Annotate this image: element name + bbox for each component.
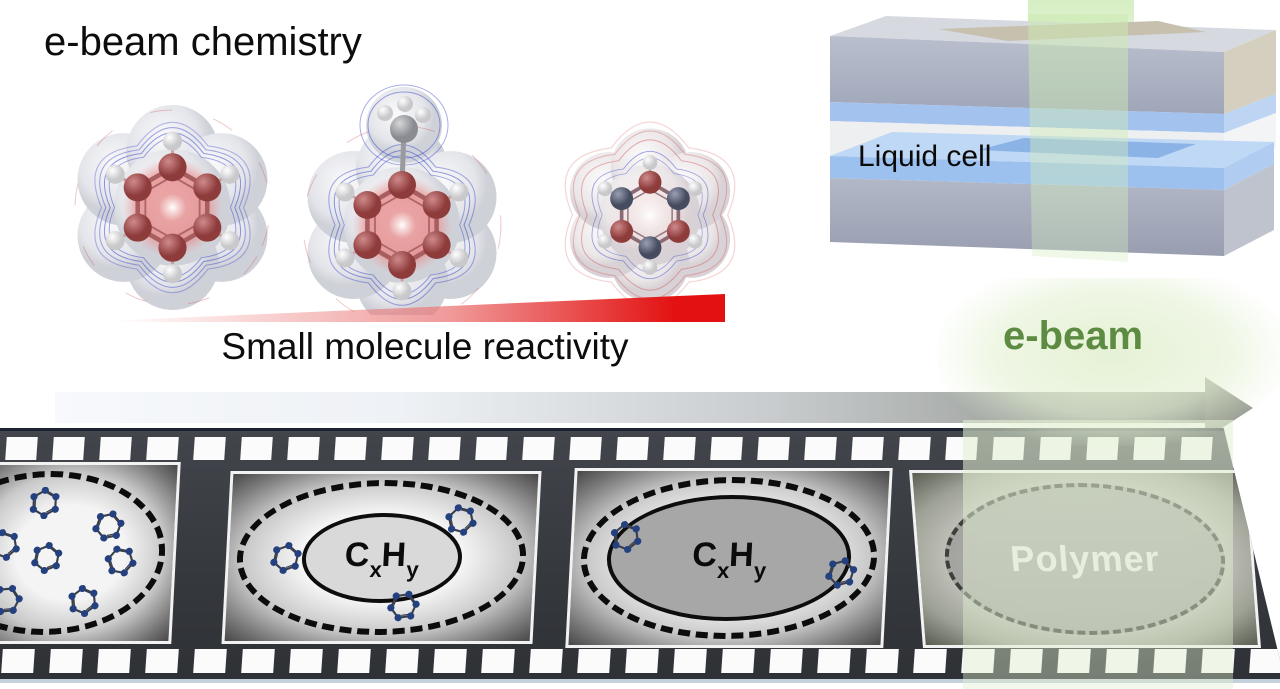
sprocket-hole — [577, 649, 611, 673]
liquid-cell-illustration: Liquid cell — [828, 14, 1280, 296]
filmstrip-frame-1 — [0, 462, 181, 644]
cxhy-formula: CxHy — [691, 536, 767, 583]
filmstrip-top-edge — [0, 428, 1280, 431]
sprocket-hole — [865, 649, 899, 673]
sprocket-hole — [898, 437, 931, 460]
contour-lines — [302, 84, 502, 315]
page-title: e-beam chemistry — [44, 20, 362, 64]
sprocket-hole — [289, 649, 323, 673]
sprocket-hole — [146, 437, 179, 460]
small-hexagon-molecule-icon — [608, 518, 644, 556]
sprocket-hole — [385, 649, 419, 673]
ebeam-label: e-beam — [1003, 314, 1144, 358]
sprocket-hole — [5, 437, 38, 460]
sprocket-hole — [663, 437, 696, 460]
liquid-cell-label: Liquid cell — [858, 140, 992, 173]
sprocket-hole — [1153, 649, 1187, 673]
sprocket-hole — [673, 649, 707, 673]
sprocket-hole — [1201, 649, 1235, 673]
polymer-blob: Polymer — [939, 483, 1231, 635]
cxhy-formula: CxHy — [343, 535, 420, 583]
sprocket-hole — [240, 437, 273, 460]
sprocket-hole — [193, 649, 227, 673]
sprocket-hole — [710, 437, 743, 460]
sprocket-row-top — [5, 437, 1213, 460]
filmstrip-frame-3: CxHy — [565, 468, 893, 648]
ball-and-stick — [597, 155, 703, 275]
sprocket-hole — [1105, 649, 1139, 673]
sprocket-hole — [97, 649, 131, 673]
sprocket-hole — [481, 649, 515, 673]
sprocket-hole — [1009, 649, 1043, 673]
sprocket-hole — [49, 649, 83, 673]
sprocket-hole — [945, 437, 978, 460]
sprocket-hole — [961, 649, 995, 673]
sprocket-hole — [992, 437, 1025, 460]
sprocket-hole — [804, 437, 837, 460]
small-hexagon-molecule-icon — [66, 582, 101, 620]
sprocket-hole — [616, 437, 649, 460]
toluene-molecule-icon — [302, 84, 502, 315]
sprocket-hole — [475, 437, 508, 460]
small-hexagon-molecule-icon — [28, 487, 62, 519]
filmstrip-bottom-edge — [0, 679, 1280, 683]
sprocket-hole — [381, 437, 414, 460]
sprocket-hole — [913, 649, 947, 673]
sprocket-hole — [433, 649, 467, 673]
sprocket-hole — [1180, 437, 1213, 460]
polymer-label: Polymer — [1008, 538, 1162, 579]
sprocket-hole — [769, 649, 803, 673]
sprocket-hole — [1133, 437, 1166, 460]
reactivity-caption: Small molecule reactivity — [221, 326, 629, 367]
small-hexagon-molecule-icon — [28, 539, 66, 577]
sprocket-hole — [428, 437, 461, 460]
filmstrip: CxHy CxHy Polymer — [0, 428, 1280, 680]
sprocket-hole — [817, 649, 851, 673]
sprocket-hole — [1249, 649, 1280, 673]
sprocket-hole — [757, 437, 790, 460]
sprocket-hole — [529, 649, 563, 673]
sprocket-hole — [1039, 437, 1072, 460]
sprocket-hole — [193, 437, 226, 460]
filmstrip-frame-2: CxHy — [221, 471, 542, 644]
ball-and-stick — [105, 131, 240, 284]
sprocket-hole — [287, 437, 320, 460]
ball-and-stick — [335, 96, 469, 301]
sprocket-hole — [1057, 649, 1091, 673]
sprocket-hole — [721, 649, 755, 673]
sprocket-hole — [241, 649, 275, 673]
sprocket-hole — [625, 649, 659, 673]
sprocket-hole — [145, 649, 179, 673]
sprocket-hole — [522, 437, 555, 460]
sprocket-hole — [851, 437, 884, 460]
sprocket-hole — [569, 437, 602, 460]
liquid-cell-drawing — [830, 14, 1276, 262]
sprocket-row-bottom — [1, 649, 1280, 673]
triazine-molecule-icon — [564, 121, 736, 309]
timeline-arrow-shaft — [55, 392, 1207, 423]
benzene-molecule-icon — [74, 105, 271, 310]
ebeam-through-cell — [1028, 14, 1128, 262]
sprocket-hole — [99, 437, 132, 460]
sprocket-hole — [1086, 437, 1119, 460]
sprocket-hole — [334, 437, 367, 460]
filmstrip-frame-4: Polymer — [908, 470, 1262, 648]
sprocket-hole — [1, 649, 35, 673]
sprocket-hole — [337, 649, 371, 673]
contour-lines — [564, 121, 736, 309]
sprocket-hole — [52, 437, 85, 460]
